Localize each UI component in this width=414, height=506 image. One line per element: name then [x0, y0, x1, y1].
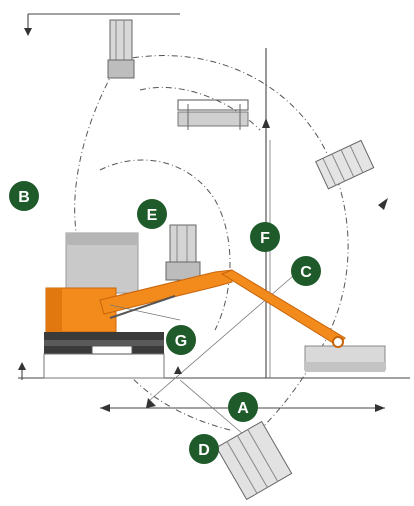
- bucket-mid-position: [177, 99, 249, 130]
- boom-cylinder: [109, 295, 176, 319]
- bucket-near-position: [165, 224, 201, 281]
- label-c-text: C: [300, 264, 312, 281]
- left-dimension-arrow: [18, 362, 26, 370]
- bucket-max-depth: [215, 420, 293, 501]
- reach-arrow-left: [100, 404, 110, 412]
- upper-arrow: [262, 118, 270, 128]
- label-badge-g: G: [166, 325, 196, 355]
- reach-envelope-inner: [99, 159, 231, 331]
- label-g-text: G: [175, 333, 187, 350]
- label-f-text: F: [260, 230, 270, 247]
- height-arrow: [174, 366, 182, 374]
- excavator-machine: [43, 232, 165, 379]
- label-badge-c: C: [291, 256, 321, 286]
- digging-depth-guide: [149, 269, 301, 401]
- label-a-text: A: [237, 400, 249, 417]
- arm: [220, 269, 346, 347]
- label-badge-d: D: [189, 434, 219, 464]
- bucket-dump-position: [315, 139, 375, 190]
- label-b-text: B: [18, 189, 30, 206]
- reach-envelope-center: [139, 86, 261, 131]
- boom: [99, 269, 233, 315]
- label-badge-f: F: [250, 222, 280, 252]
- track-frame: [43, 353, 165, 379]
- dump-arrow: [378, 198, 388, 210]
- top-arrow-head: [24, 28, 32, 36]
- bucket-ground-level: [304, 336, 386, 372]
- label-d-text: D: [198, 442, 210, 459]
- label-badge-a: A: [228, 392, 258, 422]
- reach-arrow-right: [375, 404, 385, 412]
- bucket-max-height: [107, 19, 135, 79]
- depth-arrow: [146, 398, 156, 408]
- label-badge-e: E: [137, 199, 167, 229]
- label-badge-b: B: [9, 181, 39, 211]
- boom-ghost-line: [109, 304, 181, 321]
- radius-guide: [179, 379, 251, 441]
- reach-envelope-outer: [119, 55, 349, 431]
- reach-envelope-lower: [124, 369, 231, 431]
- label-e-text: E: [147, 207, 158, 224]
